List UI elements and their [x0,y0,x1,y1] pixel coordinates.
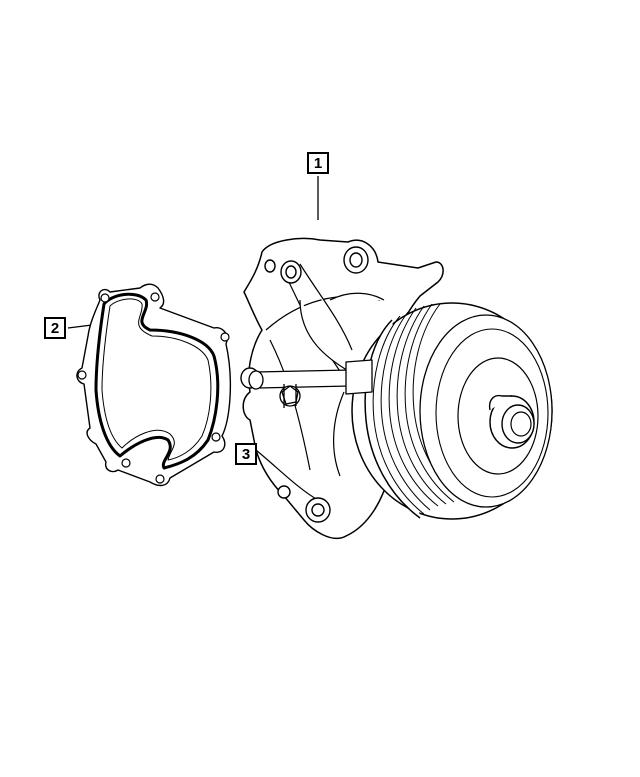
callout-3: 3 [235,443,257,465]
pulley [351,302,553,520]
water-pump [240,237,553,540]
gasket [76,283,232,487]
bolt [248,369,351,408]
callout-2: 2 [44,317,66,339]
callout-1: 1 [307,152,329,174]
